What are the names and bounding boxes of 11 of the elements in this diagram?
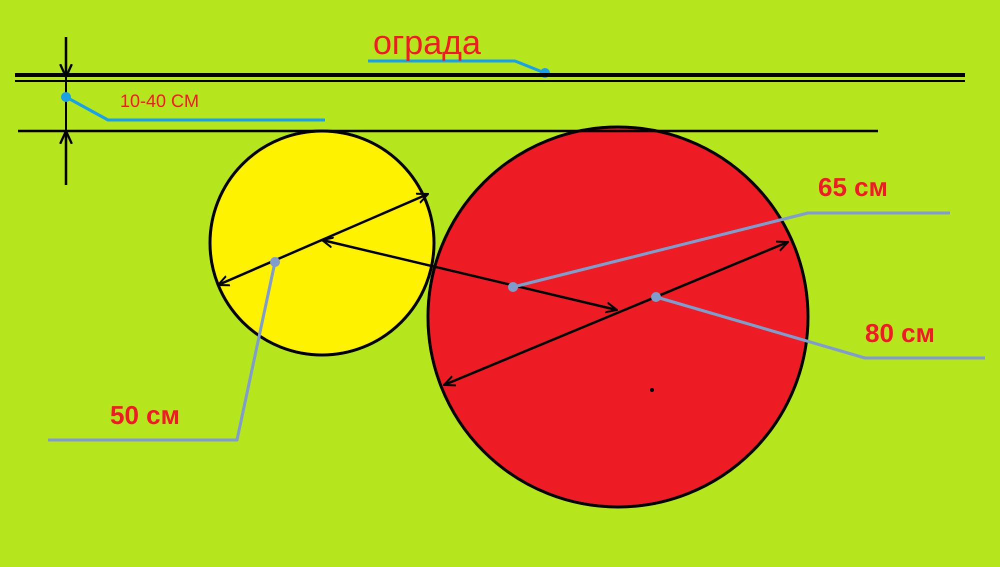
leader-line: [61, 92, 325, 122]
callout-label: ограда: [368, 26, 515, 61]
dimension-label: 50 см: [48, 402, 237, 440]
dimension-label: 80 см: [865, 320, 985, 358]
callout-label: 10-40 CM: [120, 92, 325, 120]
leader-line: [368, 60, 550, 78]
leader-line: [651, 292, 985, 360]
dimension-label: 65 см: [818, 174, 950, 213]
leader-line: [508, 212, 950, 292]
fence-bar: [15, 73, 965, 82]
leader-line: [48, 257, 280, 442]
